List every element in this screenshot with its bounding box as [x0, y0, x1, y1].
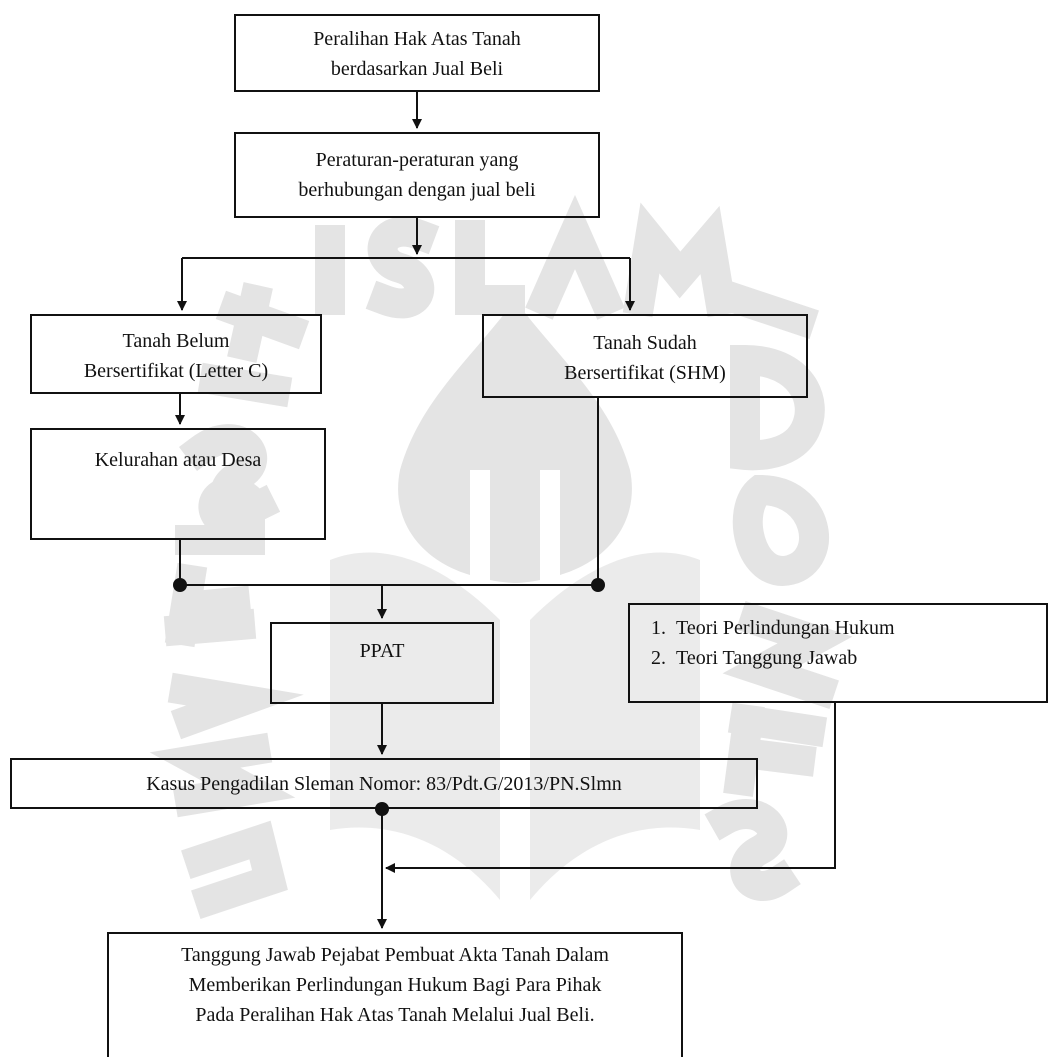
arrow-teori-to-main: [385, 703, 836, 873]
list-item: 1. Teori Perlindungan Hukum: [636, 613, 1046, 643]
junction-dot-kasus: [375, 802, 389, 816]
box-text-line: Bersertifikat (SHM): [564, 362, 726, 384]
box-text-line: Peraturan-peraturan yang: [315, 149, 519, 171]
box-tanah-sudah-bersertifikat: Tanah Sudah Bersertifikat (SHM): [482, 314, 808, 398]
junction-dot-left: [173, 578, 187, 592]
box-text-line: Tanah Sudah: [593, 332, 697, 354]
list-number: 2.: [651, 647, 666, 669]
list-number: 1.: [651, 617, 666, 639]
box-text-line: PPAT: [359, 640, 405, 662]
box-text-line: Tanggung Jawab Pejabat Pembuat Akta Tana…: [181, 944, 609, 966]
box-kasus-pengadilan: Kasus Pengadilan Sleman Nomor: 83/Pdt.G/…: [10, 758, 758, 809]
box-text-line: berhubungan dengan jual beli: [298, 179, 536, 201]
junction-dot-right: [591, 578, 605, 592]
box-text-line: Memberikan Perlindungan Hukum Bagi Para …: [188, 974, 602, 996]
box-text-line: Tanah Belum: [122, 330, 230, 352]
box-text-line: Bersertifikat (Letter C): [83, 360, 269, 382]
box-ppat: PPAT: [270, 622, 494, 704]
box-kelurahan-desa: Kelurahan atau Desa: [30, 428, 326, 540]
box-text-line: Peralihan Hak Atas Tanah: [313, 28, 521, 50]
box-text-line: Kelurahan atau Desa: [94, 449, 262, 471]
list-text: Teori Tanggung Jawab: [676, 647, 858, 669]
box-tanah-belum-bersertifikat: Tanah Belum Bersertifikat (Letter C): [30, 314, 322, 394]
list-text: Teori Perlindungan Hukum: [676, 617, 895, 639]
box-text-line: Kasus Pengadilan Sleman Nomor: 83/Pdt.G/…: [146, 773, 622, 795]
box-text-line: berdasarkan Jual Beli: [330, 58, 504, 80]
box-text-line: Pada Peralihan Hak Atas Tanah Melalui Ju…: [195, 1004, 595, 1026]
box-peralihan-hak: Peralihan Hak Atas Tanah berdasarkan Jua…: [234, 14, 600, 92]
box-teori-list: 1. Teori Perlindungan Hukum 2. Teori Tan…: [628, 603, 1048, 703]
list-item: 2. Teori Tanggung Jawab: [636, 643, 1046, 673]
box-peraturan: Peraturan-peraturan yang berhubungan den…: [234, 132, 600, 218]
box-tanggung-jawab: Tanggung Jawab Pejabat Pembuat Akta Tana…: [107, 932, 683, 1057]
